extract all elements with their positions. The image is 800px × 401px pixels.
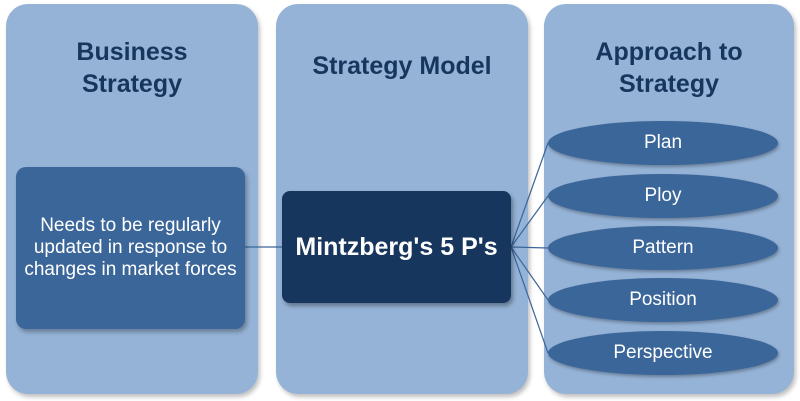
- strategy-model-title: Strategy Model: [312, 52, 492, 80]
- approach-plan-ellipse: Plan: [548, 121, 778, 165]
- business-strategy-title-line1: Business: [76, 38, 188, 66]
- approach-title-line1: Approach to: [595, 38, 743, 66]
- business-strategy-description-box: Needs to be regularly updated in respons…: [16, 167, 245, 329]
- approach-perspective-ellipse: Perspective: [548, 331, 778, 375]
- approach-ploy-ellipse: Ploy: [548, 174, 778, 218]
- approach-pattern-ellipse: Pattern: [548, 226, 778, 270]
- approach-title-line2: Strategy: [618, 70, 720, 98]
- approach-position-ellipse: Position: [548, 278, 778, 322]
- mintzberg-model-box: Mintzberg's 5 P's: [282, 191, 511, 303]
- approach-to-strategy-title: Approach to Strategy: [544, 36, 794, 100]
- business-strategy-title: Business Strategy: [6, 36, 258, 100]
- business-strategy-title-line2: Strategy: [81, 70, 183, 98]
